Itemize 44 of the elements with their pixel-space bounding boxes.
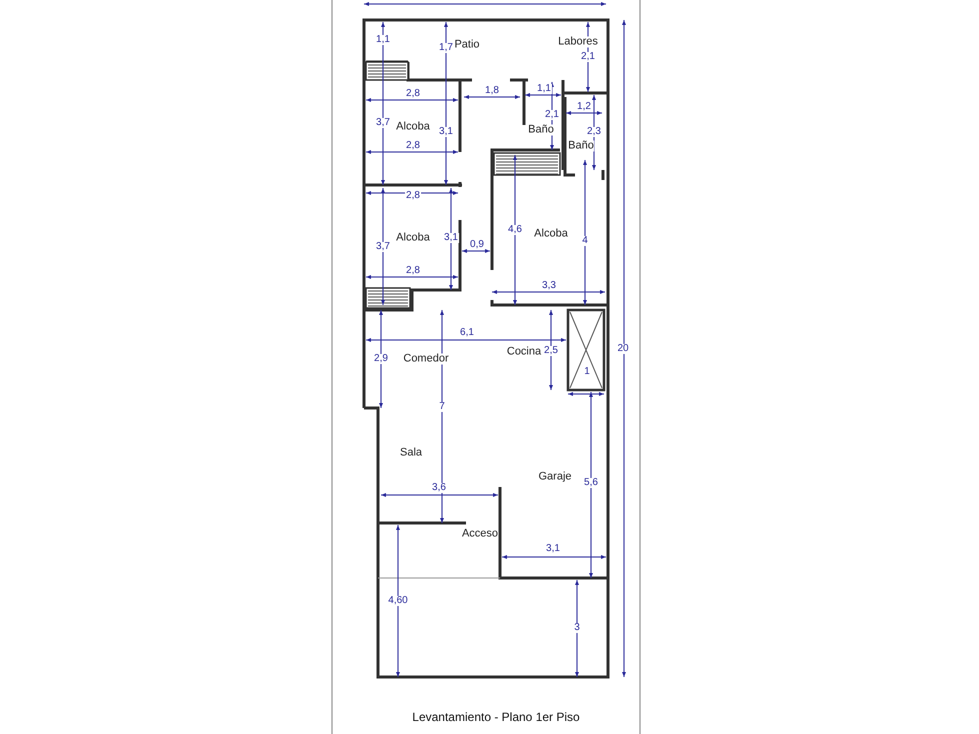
dimension-label: 3,7: [375, 118, 391, 128]
dimension-label: 2,5: [543, 346, 559, 356]
dimension-label: 3,3: [541, 281, 557, 291]
room-name: Patio: [454, 40, 480, 50]
dimension-label: 2,1: [544, 110, 560, 120]
dimension-label: 1,2: [576, 102, 592, 112]
dimension-label: 5,6: [583, 478, 599, 488]
dimension-label: 3: [573, 623, 581, 633]
dimension-label: 2,9: [373, 354, 389, 364]
room-name: Cocina: [506, 346, 542, 358]
dimension-label: 1,8: [484, 86, 500, 96]
dimension-label: 4,60: [387, 596, 409, 606]
room-name: Baño: [528, 124, 554, 136]
room-name: Alcoba: [396, 232, 430, 244]
dimension-label: 1,1: [536, 84, 552, 94]
dimension-label: 3,7: [375, 242, 391, 252]
dimension-label: 2,8: [405, 141, 421, 151]
dimension-label: 2,1: [580, 52, 596, 62]
dimension-label: 2,8: [405, 89, 421, 99]
dimension-label: 3,1: [443, 233, 459, 243]
dimension-label: 2,8: [405, 266, 421, 276]
dimension-label: 6,1: [459, 328, 475, 338]
dimension-label: 3,1: [438, 127, 454, 137]
dimension-label: 4,6: [507, 225, 523, 235]
dimension-label: 3,1: [545, 544, 561, 554]
plan-caption: Levantamiento - Plano 1er Piso: [412, 710, 580, 724]
room-name: Baño: [568, 140, 594, 152]
dimension-label: 1,1: [375, 35, 391, 45]
room-name: Labores: [558, 36, 598, 48]
dimension-label: 3,6: [431, 483, 447, 493]
room-name: Alcoba: [534, 228, 568, 240]
dimension-label: 1,7: [438, 43, 454, 53]
room-name: Acceso: [462, 528, 498, 540]
room-name: Sala: [400, 448, 422, 458]
dimension-label: 20: [616, 344, 630, 354]
dimension-label: 1: [583, 367, 591, 377]
room-name: Alcoba: [396, 122, 430, 132]
dimension-label: 7: [438, 402, 446, 412]
room-name: Comedor: [403, 354, 449, 364]
dimension-label: 2,3: [586, 127, 602, 137]
room-name: Garaje: [538, 472, 572, 482]
dimension-label: 2,8: [405, 191, 421, 201]
dimension-label: 0,9: [469, 240, 485, 250]
dimension-label: 4: [581, 236, 589, 246]
